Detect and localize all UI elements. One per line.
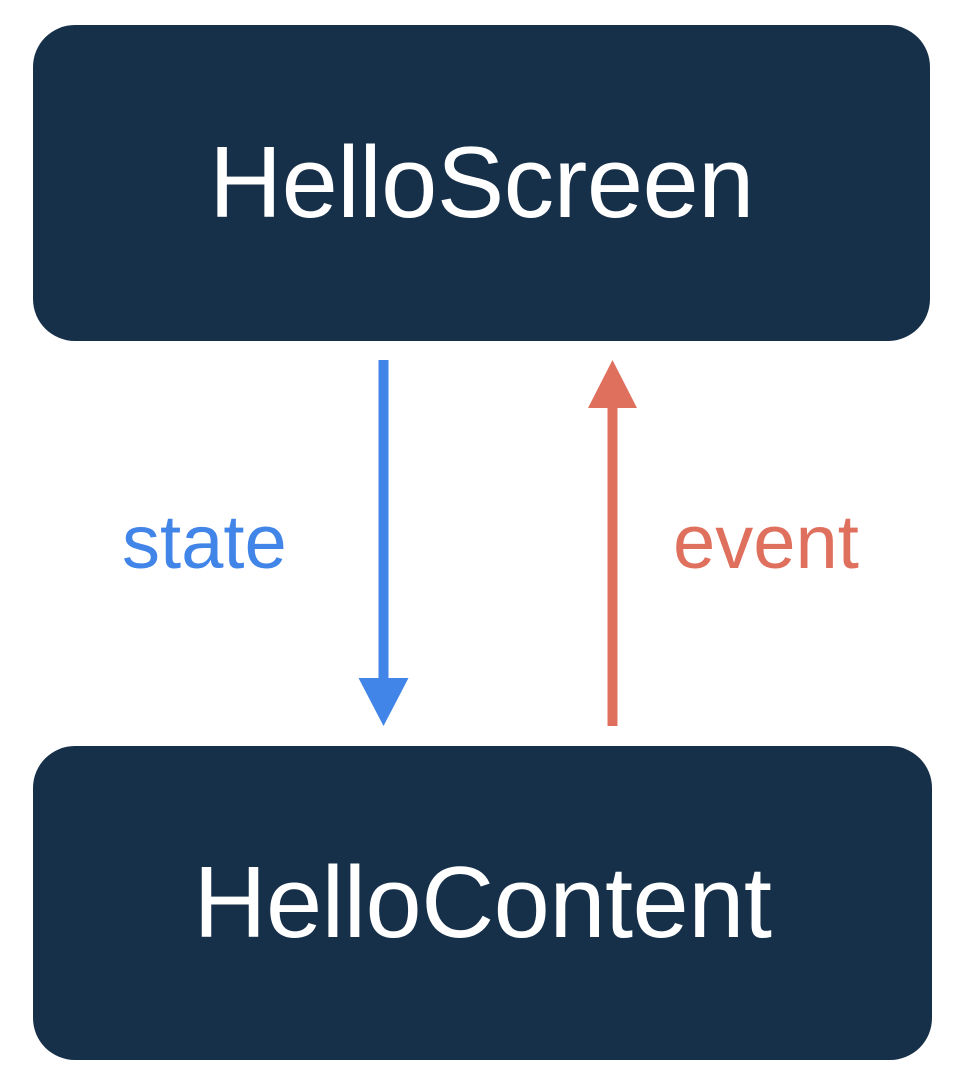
node-hello-content[interactable]: HelloContent (33, 746, 932, 1060)
state-arrow (358, 360, 409, 726)
edge-label-event: event (673, 500, 859, 585)
state-arrow-stem (378, 360, 389, 679)
event-arrow-head-icon (588, 360, 637, 408)
node-hello-screen-label: HelloScreen (209, 126, 754, 239)
event-arrow (588, 360, 637, 726)
node-hello-screen[interactable]: HelloScreen (33, 25, 930, 341)
state-arrow-head-icon (358, 678, 409, 726)
node-hello-content-label: HelloContent (193, 846, 772, 959)
edge-label-state: state (122, 500, 287, 585)
event-arrow-stem (607, 407, 618, 726)
